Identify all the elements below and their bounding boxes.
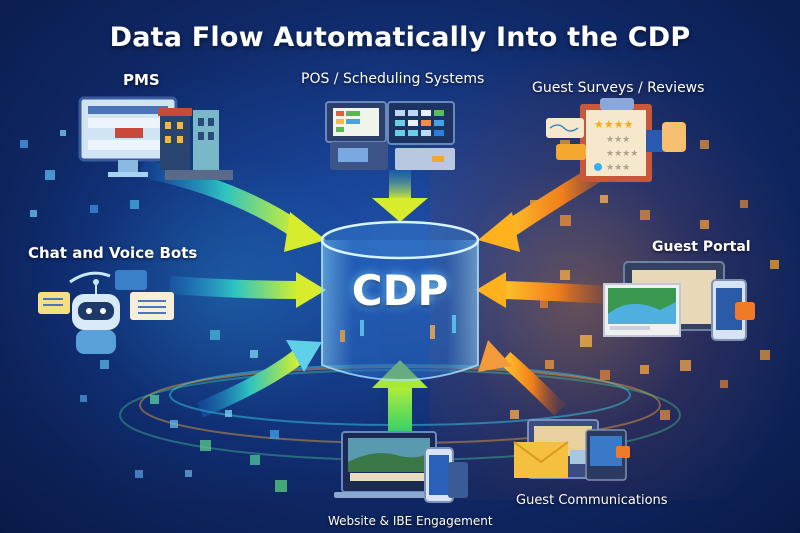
arrow-chatbots (169, 272, 326, 308)
svg-text:★★★★: ★★★★ (606, 149, 638, 159)
pos-icon (325, 101, 455, 170)
chatbots-icon (38, 270, 174, 354)
source-label-communications: Guest Communications (516, 493, 668, 508)
arrow-communications (478, 340, 566, 416)
particles-cool (20, 130, 287, 492)
source-label-chatbots: Chat and Voice Bots (28, 244, 198, 262)
svg-text:★★★: ★★★ (606, 135, 630, 145)
svg-text:★★★★: ★★★★ (594, 118, 634, 131)
source-label-portal: Guest Portal (652, 239, 751, 255)
source-label-pos: POS / Scheduling Systems (301, 71, 485, 87)
website-icon (334, 431, 468, 503)
arrow-portal (476, 272, 611, 308)
arrow-lower-left (196, 340, 322, 418)
surveys-icon: ★★★★ ★★★ ★★★★ ★★★ (546, 98, 686, 182)
arrow-pms (141, 161, 326, 252)
portal-icon (603, 261, 755, 341)
pms-icon (78, 96, 233, 180)
cdp-hub-label: CDP (351, 266, 449, 315)
source-label-surveys: Guest Surveys / Reviews (532, 80, 705, 96)
arrow-pos (372, 170, 428, 222)
page-title: Data Flow Automatically Into the CDP (109, 22, 691, 53)
svg-text:★★★: ★★★ (606, 163, 630, 173)
cdp-cylinder (320, 220, 480, 381)
source-label-website: Website & IBE Engagement (328, 514, 493, 528)
communications-icon (513, 419, 630, 481)
source-label-pms: PMS (123, 71, 160, 89)
